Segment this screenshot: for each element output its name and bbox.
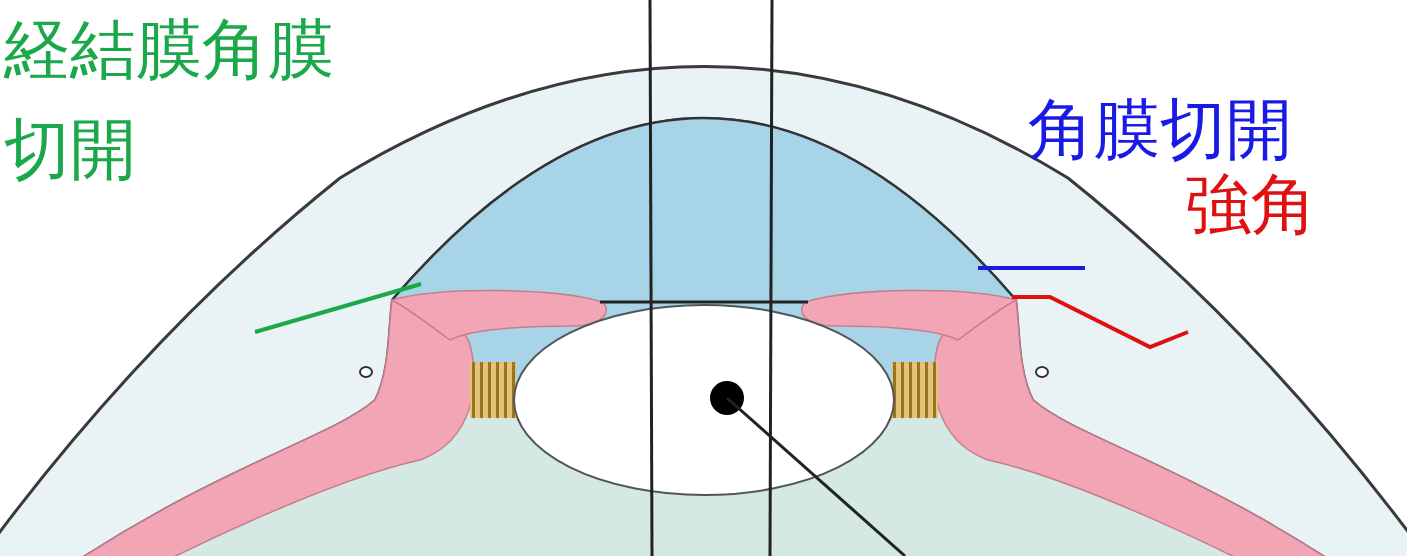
pupil-line [600,301,808,304]
cornea-inner-surface [392,118,1016,300]
ciliary-body [934,300,1388,556]
incision-label: 強角 [1185,165,1385,245]
corneoscleral-incision [1012,297,1188,347]
schlemm-canal [1036,367,1048,377]
incision-label: 角膜切開 [1028,90,1328,170]
schlemm-canal [360,367,372,377]
left-uvea [20,290,606,556]
zonule [892,362,938,418]
zonule [470,362,516,418]
guide-line [770,0,772,556]
leader-line [727,398,905,556]
incision-label: 経結膜角膜 切開 [4,0,349,200]
transconjunctival-incision [255,284,421,332]
guide-line [650,0,652,556]
vitreous [20,118,1388,556]
corneal-incision [978,266,1085,270]
right-uvea [802,290,1388,556]
ciliary-body [20,300,474,556]
lens [514,305,894,495]
cornea-sclera [0,67,1407,556]
